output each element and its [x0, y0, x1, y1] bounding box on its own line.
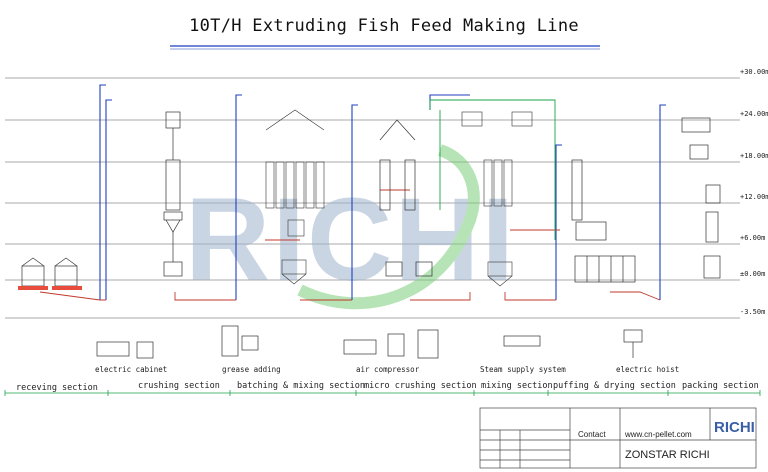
- equipment-label: Steam supply system: [480, 365, 566, 374]
- elevation-label: +30.00m: [740, 68, 768, 76]
- section-label: mixing section: [481, 381, 553, 391]
- elevation-label: +18.00m: [740, 152, 768, 160]
- section-label: batching & mixing section: [237, 381, 365, 391]
- elevation-label: +24.00m: [740, 110, 768, 118]
- watermark-swoosh: [297, 144, 480, 310]
- company-name: ZONSTAR RICHI: [625, 449, 710, 461]
- air-compressor-icon: [343, 339, 377, 355]
- puffing-drying-equipment: [571, 159, 636, 283]
- elevation-labels: +30.00m +24.00m +18.00m +12.00m +6.00m ±…: [740, 68, 768, 316]
- watermark: RICHI: [185, 144, 514, 310]
- equipment-label: electric hoist: [616, 365, 679, 374]
- steam-supply-icon: [503, 335, 541, 347]
- page-title: 10T/H Extruding Fish Feed Making Line: [189, 16, 579, 36]
- website-text: www.cn-pellet.com: [624, 430, 692, 439]
- micro-crushing-equipment: [379, 119, 433, 277]
- elevator-pipes: [99, 84, 666, 300]
- elevation-label: +6.00m: [740, 234, 765, 242]
- equipment-label: electric cabinet: [95, 365, 167, 374]
- section-labels: receving section crushing section batchi…: [16, 381, 759, 393]
- electric-cabinet-icon: [96, 341, 130, 357]
- steam-lines: [429, 99, 556, 240]
- elevation-grid: [5, 77, 740, 319]
- packing-equipment: [681, 117, 721, 279]
- conveyor-lines: [39, 189, 661, 301]
- auxiliary-equipment-icons: [96, 325, 643, 359]
- equipment-labels: electric cabinet grease adding air compr…: [95, 365, 679, 374]
- section-divider-line: [4, 390, 761, 396]
- section-label: crushing section: [138, 381, 220, 391]
- crushing-equipment: [163, 111, 183, 277]
- electric-hoist-icon: [623, 329, 643, 343]
- section-label: puffing & drying section: [553, 381, 676, 391]
- equipment-label: grease adding: [222, 365, 281, 374]
- batching-bins: [265, 109, 325, 285]
- title-block: [479, 407, 757, 469]
- section-label: packing section: [682, 381, 759, 391]
- mixing-equipment: [461, 111, 533, 287]
- contact-label: Contact: [578, 430, 606, 439]
- elevation-label: -3.50m: [740, 308, 765, 316]
- elevation-label: +12.00m: [740, 193, 768, 201]
- receiving-equipment: [18, 257, 82, 290]
- section-label: receving section: [16, 383, 98, 393]
- grease-adding-icon: [221, 325, 239, 357]
- company-logo: RICHI: [714, 419, 755, 436]
- equipment-label: air compressor: [356, 365, 420, 374]
- section-label: micro crushing section: [364, 381, 477, 391]
- elevation-label: ±0.00m: [740, 270, 765, 278]
